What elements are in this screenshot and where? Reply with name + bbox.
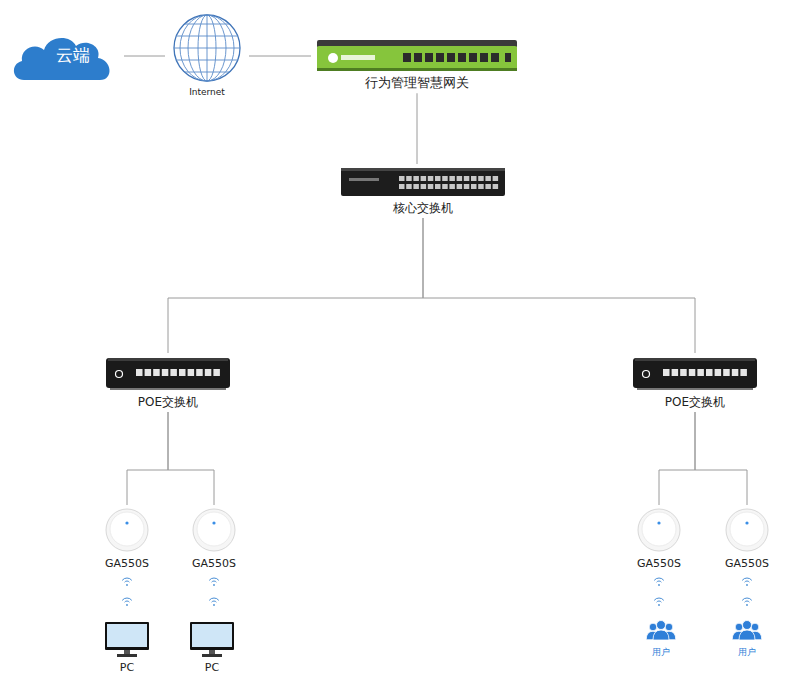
network-link — [423, 218, 695, 353]
core-icon — [341, 168, 505, 196]
ap-icon — [726, 509, 768, 551]
ap-illustration — [635, 506, 683, 554]
wifi-symbol — [654, 598, 664, 606]
gateway-illustration — [317, 40, 517, 72]
poe-illustration — [633, 354, 757, 392]
users-node: 用户 — [728, 618, 766, 658]
pc-icon — [105, 622, 149, 657]
ap-illustration — [190, 506, 238, 554]
wifi-symbol — [122, 598, 132, 606]
node-label: PC — [101, 661, 153, 675]
wifi-symbol — [742, 598, 752, 606]
ap-illustration — [723, 506, 771, 554]
users-icon — [646, 621, 676, 641]
wifi-symbol — [122, 578, 132, 586]
ap-icon — [638, 509, 680, 551]
node-label: GA550S — [719, 557, 775, 571]
network-link — [168, 412, 214, 505]
node-label: 核心交换机 — [337, 201, 509, 216]
pc-node: PC — [186, 622, 238, 675]
wifi-symbol — [209, 578, 219, 586]
network-link — [124, 56, 165, 57]
poe-icon — [106, 358, 230, 390]
core-illustration — [341, 166, 505, 198]
ap-node: GA550S — [186, 506, 242, 571]
network-link — [417, 93, 418, 164]
pc-illustration — [190, 622, 234, 658]
poe-icon — [633, 358, 757, 390]
globe-illustration — [171, 12, 243, 84]
poe-illustration — [106, 354, 230, 392]
users-illustration — [646, 618, 676, 644]
poe-node: POE交换机 — [102, 354, 234, 410]
globe-node: Internet — [167, 12, 247, 98]
ap-node: GA550S — [631, 506, 687, 571]
ap-icon — [106, 509, 148, 551]
pc-illustration — [105, 622, 149, 658]
ap-node: GA550S — [719, 506, 775, 571]
node-label: 用户 — [728, 647, 766, 658]
node-label: POE交换机 — [629, 395, 761, 410]
users-icon — [732, 621, 762, 641]
node-label: 行为管理智慧网关 — [313, 75, 521, 91]
network-link — [249, 56, 311, 57]
gateway-node: 行为管理智慧网关 — [313, 40, 521, 91]
node-label: POE交换机 — [102, 395, 234, 410]
users-illustration — [732, 618, 762, 644]
network-link — [168, 218, 423, 353]
network-link — [659, 412, 695, 505]
pc-icon — [190, 622, 234, 657]
cloud-node: 云端 — [10, 30, 122, 84]
node-label: Internet — [167, 87, 247, 98]
gateway-icon — [317, 40, 517, 71]
globe-icon — [174, 15, 240, 81]
network-link — [695, 412, 747, 505]
core-node: 核心交换机 — [337, 166, 509, 216]
node-label: GA550S — [186, 557, 242, 571]
ap-illustration — [103, 506, 151, 554]
ap-node: GA550S — [99, 506, 155, 571]
ap-icon — [193, 509, 235, 551]
wifi-symbol — [654, 578, 664, 586]
node-label: GA550S — [631, 557, 687, 571]
node-label: PC — [186, 661, 238, 675]
wifi-symbol — [742, 578, 752, 586]
wifi-symbol — [209, 598, 219, 606]
poe-node: POE交换机 — [629, 354, 761, 410]
node-label: 用户 — [642, 647, 680, 658]
users-node: 用户 — [642, 618, 680, 658]
node-label: 云端 — [10, 30, 122, 80]
network-link — [127, 412, 168, 505]
node-label: GA550S — [99, 557, 155, 571]
pc-node: PC — [101, 622, 153, 675]
